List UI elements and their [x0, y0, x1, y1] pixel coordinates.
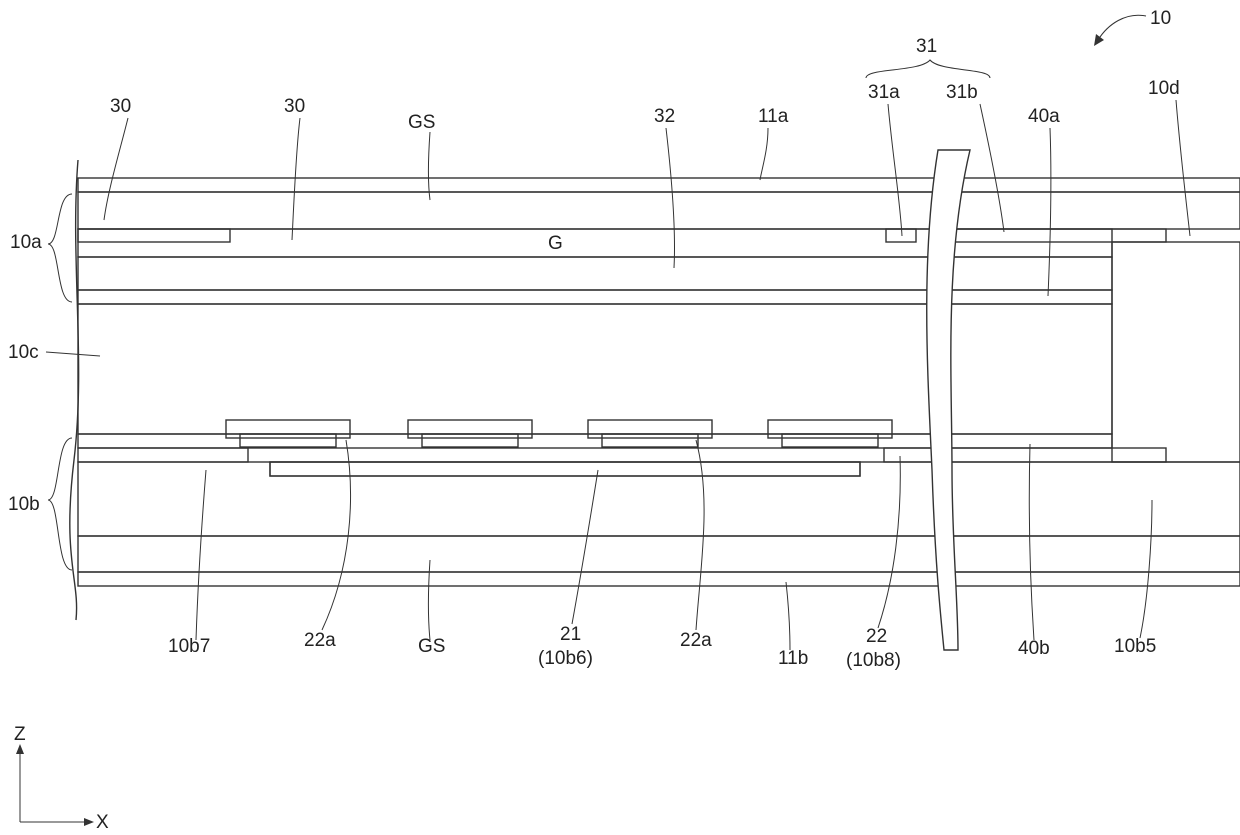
upper-alignment-film [78, 290, 1112, 304]
leader-40a [1048, 128, 1051, 296]
brace-31 [866, 60, 990, 78]
label-31b: 31b [946, 82, 978, 103]
leader-32 [666, 128, 675, 268]
label-40a: 40a [1028, 106, 1060, 127]
label-10a: 10a [10, 232, 42, 253]
label-22a-right: 22a [680, 630, 712, 651]
insulating-layer [78, 462, 1240, 536]
pixel-electrode-core-b [422, 434, 518, 447]
leader-40b [1029, 444, 1034, 640]
pixel-electrode-core-c [602, 434, 698, 447]
leader-31b [980, 104, 1004, 232]
label-30-mid: 30 [284, 96, 305, 117]
z-axis-label: Z [14, 724, 26, 745]
pixel-electrode-c [588, 420, 712, 438]
label-30-left: 30 [110, 96, 131, 117]
label-22: 22 [866, 626, 887, 647]
label-10d: 10d [1148, 78, 1180, 99]
lower-polarizer [78, 572, 1240, 586]
label-10b5: 10b5 [1114, 636, 1156, 657]
figure-label: 10 [1150, 8, 1171, 29]
light-block-left [78, 229, 230, 242]
label-10b8: (10b8) [846, 650, 901, 671]
label-11a: 11a [758, 106, 789, 127]
pixel-electrode-b [408, 420, 532, 438]
label-40b: 40b [1018, 638, 1050, 659]
upper-glass-substrate [78, 192, 1240, 229]
leader-10b5 [1140, 500, 1152, 638]
pixel-electrode-d [768, 420, 892, 438]
liquid-crystal-layer [78, 304, 1112, 434]
label-10b: 10b [8, 494, 40, 515]
seal-member [1112, 242, 1240, 462]
leader-11b [786, 582, 790, 650]
break-band [927, 150, 970, 650]
label-31a: 31a [868, 82, 900, 103]
pixel-electrode-core-a [240, 434, 336, 447]
label-10b6: (10b6) [538, 648, 593, 669]
leader-22 [878, 456, 900, 628]
leader-11a [760, 128, 768, 180]
leader-22a-left [322, 440, 351, 630]
brace-10a [48, 194, 72, 302]
upper-polarizer [78, 178, 1240, 192]
leader-10d [1176, 100, 1190, 236]
light-block-31a [886, 229, 916, 242]
lower-glass-substrate [78, 536, 1240, 572]
label-gap: G [548, 233, 563, 254]
leader-21 [572, 470, 598, 624]
label-gs-upper: GS [408, 112, 435, 133]
leader-31a [888, 104, 902, 236]
leader-10c [46, 352, 100, 356]
label-gs-lower: GS [418, 636, 445, 657]
leader-30-left [104, 118, 128, 220]
leader-10b7 [196, 470, 206, 640]
pixel-electrode-a [226, 420, 350, 438]
figure-arrow [1098, 15, 1146, 40]
leader-30-mid [292, 118, 300, 240]
label-22a-left: 22a [304, 630, 336, 651]
label-10b7: 10b7 [168, 636, 210, 657]
lower-electrode-left [78, 448, 248, 462]
label-10c: 10c [8, 342, 39, 363]
leader-gs-upper [429, 132, 431, 200]
z-axis-arrowhead [16, 744, 24, 754]
overcoat-layer [78, 257, 1112, 290]
common-electrode-overlay [270, 462, 860, 476]
leader-22a-right [696, 440, 704, 630]
label-21: 21 [560, 624, 581, 645]
label-31: 31 [916, 36, 937, 57]
lower-alignment-film [78, 434, 1112, 448]
x-axis-label: X [96, 812, 109, 833]
brace-10b [48, 438, 72, 570]
light-block-31b [948, 229, 1166, 242]
label-11b: 11b [778, 648, 808, 669]
pixel-electrode-22 [884, 448, 1166, 462]
common-electrode [270, 462, 860, 476]
figure-arrowhead [1094, 34, 1104, 46]
pixel-electrode-core-d [782, 434, 878, 447]
x-axis-arrowhead [84, 818, 94, 826]
label-32: 32 [654, 106, 675, 127]
